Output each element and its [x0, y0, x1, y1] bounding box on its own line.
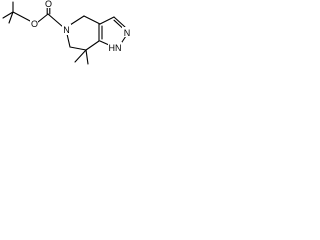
bond-ch2-top-to-c3a [83, 15, 101, 25]
tert-butyl-group [2, 1, 33, 24]
bond-c3-n2-double-b [113, 19, 124, 29]
pyrazole-n2-label: N [124, 28, 131, 38]
bond-n-to-ch2-top [69, 15, 85, 26]
gem-dimethyl [74, 49, 89, 65]
molecule-structure: O O N N HN [2, 0, 131, 65]
bond-methyl-down [85, 49, 89, 65]
carbonyl-oxygen-label: O [45, 0, 52, 9]
bond-tbu-methyl-bottom [8, 11, 14, 24]
bond-c3-n2-double-a [113, 16, 126, 28]
carbamate-group [37, 2, 64, 28]
bond-n-to-ch2-bottom [66, 33, 71, 48]
pyrazole-nh-label: HN [109, 43, 122, 53]
bond-oxygen-to-carbonyl-carbon [37, 13, 49, 23]
bond-ch2-bottom-to-cme2 [69, 46, 87, 51]
bond-c3a-to-c3 [99, 16, 115, 25]
bond-tbu-to-oxygen [12, 11, 33, 23]
bond-cme2-to-c7a [85, 40, 100, 51]
ester-oxygen-label: O [31, 19, 38, 29]
bond-n1-to-c7a [99, 40, 110, 46]
tetrahydro-ring [66, 15, 101, 51]
ring-nitrogen-label: N [63, 25, 70, 35]
bond-methyl-left [74, 49, 87, 63]
bond-tbu-methyl-left [2, 11, 14, 19]
pyrazole-ring [98, 16, 127, 46]
bond-carbonyl-carbon-to-n [47, 13, 64, 28]
atom-labels: O O N N HN [30, 0, 131, 53]
